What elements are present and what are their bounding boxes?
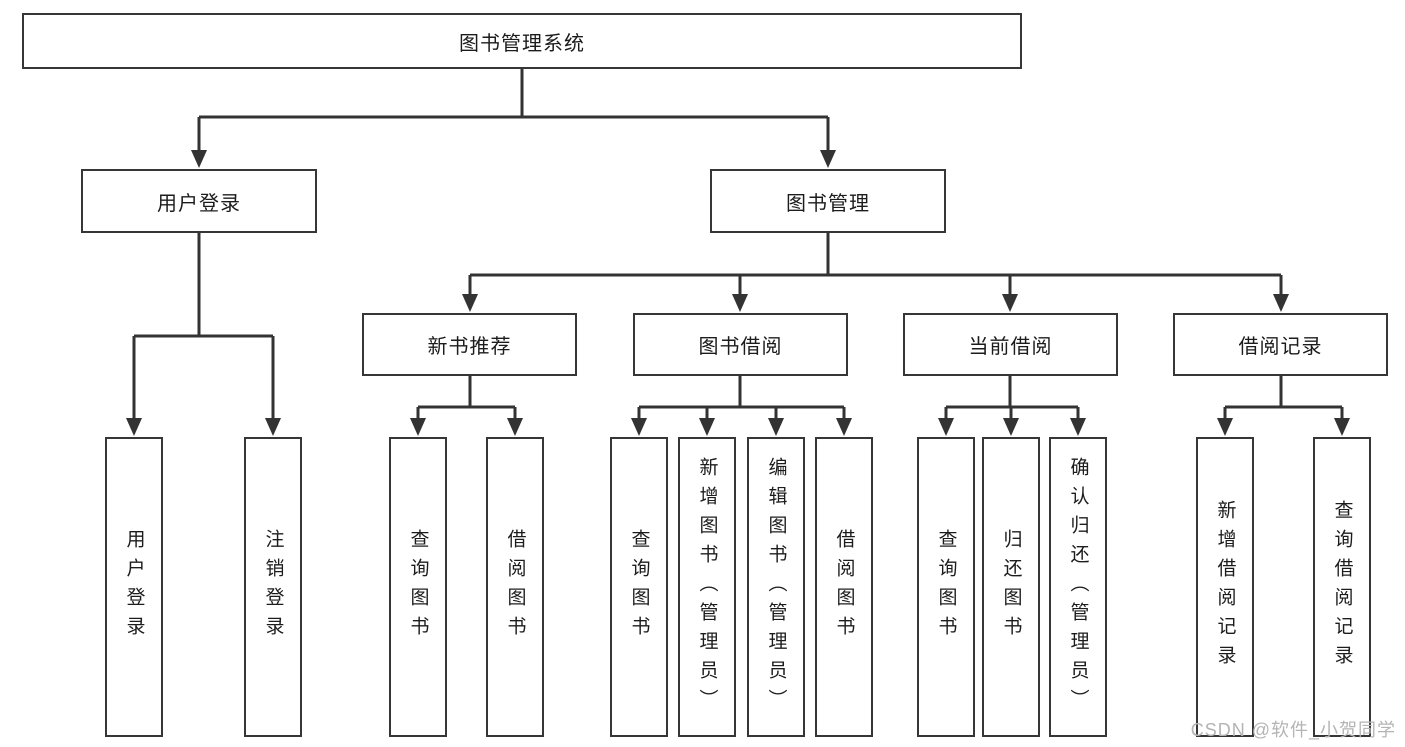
node-label: 注销登录 (262, 529, 284, 645)
node-label: 图书借阅 (698, 336, 783, 358)
leaf-borrow-edit-book-admin: 编辑图书（管理员） (747, 437, 805, 737)
node-label: 新书推荐 (427, 336, 512, 358)
leaf-borrow-add-book-admin: 新增图书（管理员） (678, 437, 736, 737)
node-label: 确认归还（管理员） (1067, 456, 1089, 718)
node-label: 查询图书 (407, 529, 429, 645)
leaf-records-query-record: 查询借阅记录 (1313, 437, 1371, 737)
node-book-borrowing: 图书借阅 (633, 313, 848, 376)
leaf-current-return-book: 归还图书 (982, 437, 1040, 737)
node-label: 编辑图书（管理员） (765, 456, 787, 718)
node-current-borrowing: 当前借阅 (903, 313, 1118, 376)
node-label: 图书管理 (786, 192, 870, 215)
node-label: 查询图书 (628, 529, 650, 645)
node-borrowing-records: 借阅记录 (1173, 313, 1388, 376)
leaf-records-add-record: 新增借阅记录 (1196, 437, 1254, 737)
node-label: 借阅图书 (833, 529, 855, 645)
node-label: 图书管理系统 (459, 32, 585, 55)
leaf-current-query-book: 查询图书 (917, 437, 975, 737)
node-label: 当前借阅 (968, 336, 1053, 358)
leaf-logout: 注销登录 (244, 437, 302, 737)
node-label: 查询图书 (935, 529, 957, 645)
node-label: 借阅图书 (504, 529, 526, 645)
node-book-management: 图书管理 (710, 169, 946, 233)
leaf-current-confirm-return-admin: 确认归还（管理员） (1049, 437, 1107, 737)
node-label: 用户登录 (157, 192, 241, 215)
node-label: 借阅记录 (1238, 336, 1323, 358)
node-new-book-recommend: 新书推荐 (362, 313, 577, 376)
node-label: 查询借阅记录 (1331, 500, 1353, 674)
node-library-system: 图书管理系统 (22, 13, 1022, 69)
node-label: 新增借阅记录 (1214, 500, 1236, 674)
leaf-rec-query-book: 查询图书 (389, 437, 447, 737)
node-label: 用户登录 (123, 529, 145, 645)
node-label: 归还图书 (1000, 529, 1022, 645)
node-user-login: 用户登录 (81, 169, 317, 233)
leaf-borrow-query-book: 查询图书 (610, 437, 668, 737)
leaf-borrow-borrow-book: 借阅图书 (815, 437, 873, 737)
node-label: 新增图书（管理员） (696, 456, 718, 718)
leaf-rec-borrow-book: 借阅图书 (486, 437, 544, 737)
leaf-user-login: 用户登录 (105, 437, 163, 737)
watermark: CSDN @软件_小贺同学 (1190, 720, 1396, 740)
